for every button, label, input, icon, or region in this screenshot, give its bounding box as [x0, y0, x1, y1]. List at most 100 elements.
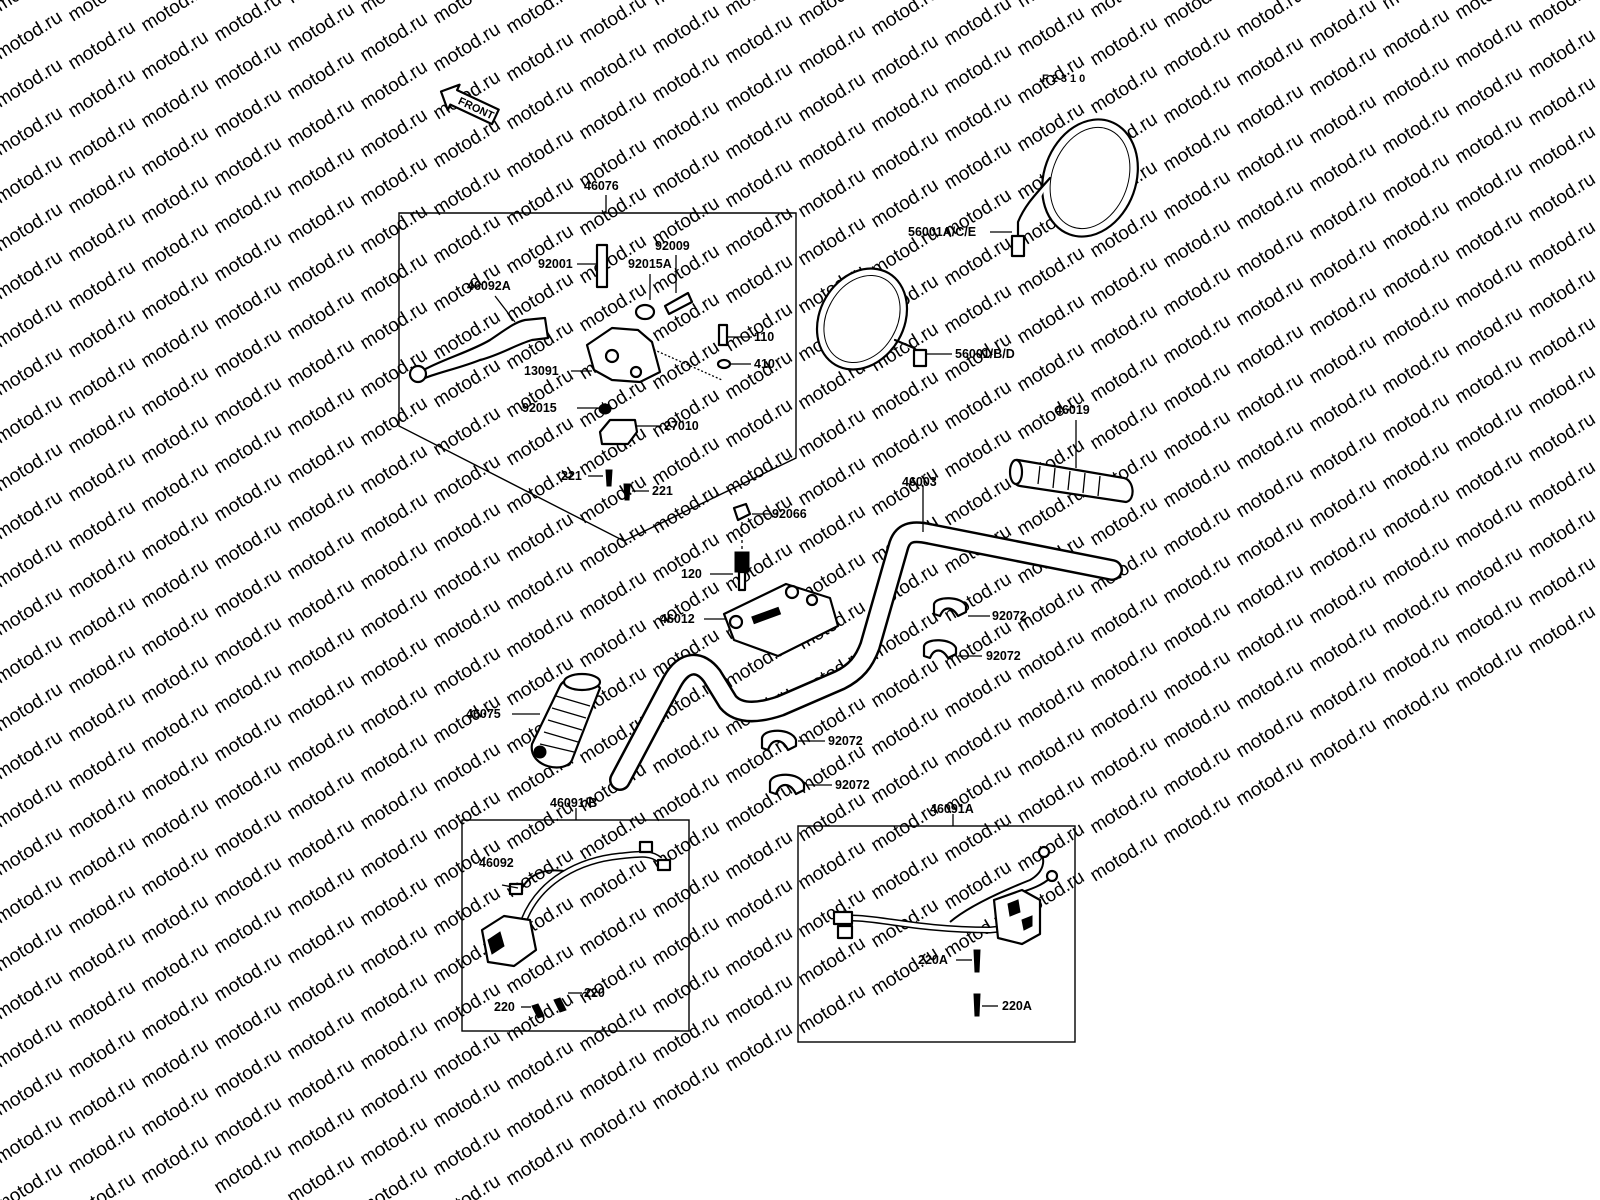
watermark-text: motod.ru — [0, 583, 66, 641]
clutch-switch — [598, 418, 639, 446]
connector — [508, 882, 524, 896]
watermark-text: motod.ru — [0, 7, 66, 65]
wire-clamp — [932, 597, 968, 618]
cap-92066 — [732, 502, 752, 522]
watermark-text: motod.ru — [0, 103, 66, 161]
callout-46075: 46075 — [466, 707, 501, 721]
callout-13091: 13091 — [524, 364, 559, 378]
watermark-text: motod.ru — [0, 439, 66, 497]
figure-code: F2310 — [1042, 73, 1088, 85]
callout-220A-upper: 220A — [918, 953, 948, 967]
callout-56001BD: 56001/B/D — [955, 347, 1015, 361]
mirror-head — [815, 267, 909, 371]
callout-92072-b: 92072 — [986, 649, 1021, 663]
watermark-text: motod.ru — [0, 967, 66, 1025]
left-switch-housing — [480, 914, 538, 968]
mirror-head — [1041, 118, 1139, 238]
connector — [638, 840, 654, 854]
watermark-text: motod.ru — [0, 1063, 66, 1121]
watermark-text: motod.ru — [0, 775, 66, 833]
mirror-mount — [912, 348, 928, 368]
watermark-text: motod.ru — [0, 631, 66, 689]
callout-46091B: 46091/B — [550, 796, 597, 810]
screw-220-left — [531, 1003, 545, 1019]
callout-221-left: 221 — [561, 469, 582, 483]
callout-220A-lower: 220A — [1002, 999, 1032, 1013]
watermark-text: motod.ru — [0, 727, 66, 785]
adjuster-screw — [663, 291, 694, 316]
callout-410: 410 — [754, 357, 775, 371]
lever-bracket — [585, 326, 662, 384]
connector — [832, 910, 854, 926]
callout-46003: 46003 — [902, 475, 937, 489]
bolt-110 — [717, 323, 729, 347]
watermark-text: motod.ru — [0, 343, 66, 401]
handlebar-holder: 46012 — [660, 582, 840, 658]
callout-56001ACE: 56001A/C/E — [908, 225, 976, 239]
watermark-text: motod.ru — [0, 871, 66, 929]
wire-clamp — [760, 729, 798, 752]
ring-terminal — [1045, 869, 1059, 883]
holder-cap: 92066 — [732, 502, 807, 522]
watermark-text: motod.ru — [0, 1111, 66, 1169]
callout-92072-a: 92072 — [992, 609, 1027, 623]
right-switch-assembly: 46091A 220A 220A — [797, 802, 1076, 1043]
callout-46076: 46076 — [584, 179, 619, 193]
callout-46091A: 46091A — [930, 802, 974, 816]
screw-220A-upper — [973, 949, 981, 973]
watermark-text: motod.ru — [0, 151, 66, 209]
bolt-120: 120 — [681, 551, 750, 592]
callout-92015: 92015 — [522, 401, 557, 415]
screw-220-right — [553, 997, 567, 1013]
clutch-lever — [418, 316, 550, 380]
handlebar: 46003 — [609, 475, 1123, 791]
nut-92015 — [598, 403, 612, 415]
locknut — [634, 303, 656, 321]
ring-terminal — [1037, 845, 1051, 859]
watermark-text: motod.ru — [0, 55, 66, 113]
clutch-lever-assembly: 46076 46092A 92001 92015A 92009 110 410 — [398, 179, 797, 542]
callout-220-right: 220 — [584, 986, 605, 1000]
screw-220A-lower — [973, 993, 981, 1017]
wire-clamp — [768, 773, 806, 796]
watermark-text: motod.ru — [0, 295, 66, 353]
callout-92066: 92066 — [772, 507, 807, 521]
mirror-mount — [1010, 234, 1026, 258]
right-grip: 46019 — [1008, 403, 1134, 504]
callout-221-right: 221 — [652, 484, 673, 498]
callout-46092A: 46092A — [467, 279, 511, 293]
clamp-92072-d: 92072 — [768, 773, 870, 796]
assembly-box-46076 — [398, 212, 797, 542]
clamp-92072-b: 92072 — [922, 639, 1021, 663]
bracket-hole — [629, 365, 643, 379]
watermark-text: motod.ru — [0, 487, 66, 545]
grip-end — [1008, 458, 1024, 486]
callout-27010: 27010 — [664, 419, 699, 433]
left-grip: 46075 — [466, 672, 602, 769]
mirror-left: 56001/B/D — [815, 267, 1015, 371]
wire-clamp — [922, 639, 958, 660]
watermark-text: motod.ru — [0, 919, 66, 977]
connector — [836, 924, 854, 940]
screw-221-left — [605, 469, 613, 487]
watermark-text: motod.ru — [0, 535, 66, 593]
lever-ball-end — [408, 364, 428, 384]
holder-badge — [751, 606, 782, 625]
bolt-shank — [737, 570, 747, 592]
grip-end — [562, 672, 602, 692]
screw-221-right — [623, 483, 631, 501]
clamp-92072-c: 92072 — [760, 729, 863, 752]
callout-92015A: 92015A — [628, 257, 672, 271]
callout-46092: 46092 — [479, 856, 514, 870]
clamp-92072-a: 92072 — [932, 597, 1027, 623]
handlebar-tube — [611, 523, 1121, 789]
callout-220-left: 220 — [494, 1000, 515, 1014]
right-switch-housing — [992, 888, 1042, 946]
callout-46019: 46019 — [1055, 403, 1090, 417]
grip-bar-end — [533, 745, 547, 759]
pivot-bolt — [595, 243, 609, 289]
bolt-head — [734, 551, 750, 573]
callout-120: 120 — [681, 567, 702, 581]
callout-92001: 92001 — [538, 257, 573, 271]
